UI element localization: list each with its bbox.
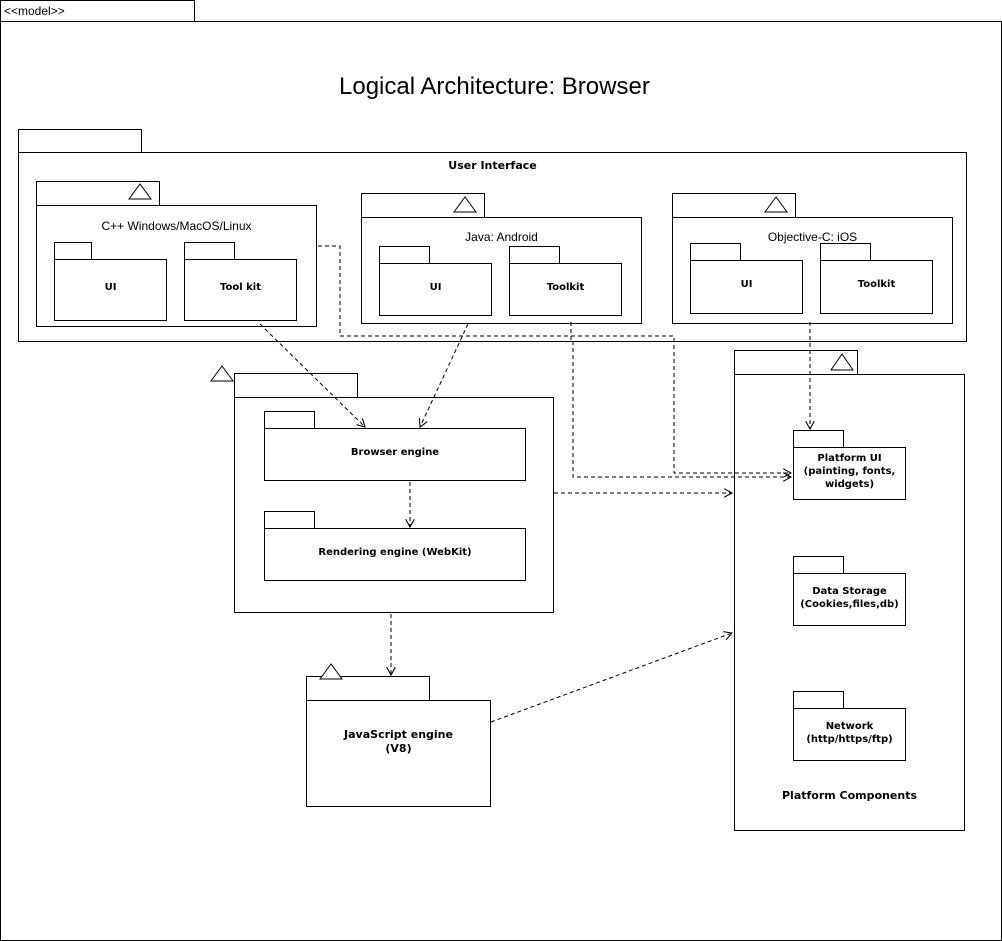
platform-ui-tab bbox=[793, 430, 844, 448]
java-package-tab bbox=[361, 193, 485, 218]
platform-ui-label-line2: (painting, fonts, bbox=[803, 466, 896, 477]
cpp-ui-package bbox=[54, 259, 167, 321]
network-tab bbox=[793, 691, 844, 709]
platform-ui-label-line3: widgets) bbox=[824, 479, 875, 490]
javascript-engine-label-line1: JavaScript engine bbox=[344, 728, 453, 741]
rendering-engine-package bbox=[264, 528, 526, 581]
cpp-toolkit-tab bbox=[184, 242, 235, 260]
network-label-line2: (http/https/ftp) bbox=[806, 734, 893, 745]
java-toolkit-tab bbox=[509, 246, 560, 264]
rendering-engine-label: Rendering engine (WebKit) bbox=[318, 547, 472, 558]
model-frame-label: <<model>> bbox=[4, 4, 65, 18]
platform-package-tab bbox=[734, 350, 858, 375]
objc-ui-tab bbox=[690, 243, 741, 261]
objc-package-tab bbox=[672, 193, 796, 218]
data-storage-tab bbox=[793, 556, 844, 574]
data-storage-package bbox=[793, 573, 906, 626]
platform-ui-label-line1: Platform UI bbox=[817, 453, 882, 464]
objc-toolkit-label: Toolkit bbox=[857, 279, 896, 290]
cpp-toolkit-package bbox=[184, 259, 297, 321]
objc-toolkit-package bbox=[820, 260, 933, 314]
network-package bbox=[793, 708, 906, 761]
java-toolkit-label: Toolkit bbox=[546, 282, 585, 293]
cpp-ui-tab bbox=[54, 242, 92, 260]
data-storage-label-line1: Data Storage bbox=[812, 586, 887, 597]
cpp-ui-label: UI bbox=[104, 282, 117, 293]
network-label-line1: Network bbox=[825, 721, 874, 732]
browser-engine-tab bbox=[264, 411, 315, 429]
java-ui-tab bbox=[379, 246, 430, 264]
user-interface-label: User Interface bbox=[448, 159, 537, 172]
cpp-toolkit-label: Tool kit bbox=[219, 282, 261, 293]
diagram-title: Logical Architecture: Browser bbox=[339, 73, 650, 100]
objc-toolkit-tab bbox=[820, 243, 871, 261]
cpp-package-tab bbox=[36, 181, 160, 206]
java-package-label: Java: Android bbox=[465, 230, 538, 244]
javascript-engine-label-line2: (V8) bbox=[385, 742, 412, 755]
javascript-engine-tab bbox=[306, 676, 430, 701]
objc-ui-label: UI bbox=[740, 279, 753, 290]
cpp-package-label: C++ Windows/MacOS/Linux bbox=[101, 219, 252, 233]
browser-engine-label: Browser engine bbox=[350, 447, 440, 458]
engines-package-tab bbox=[234, 373, 358, 398]
javascript-engine-package bbox=[306, 700, 491, 807]
platform-components-label: Platform Components bbox=[781, 789, 918, 802]
java-ui-label: UI bbox=[429, 282, 442, 293]
data-storage-label-line2: (Cookies,files,db) bbox=[800, 599, 899, 610]
objc-package-label: Objective-C: iOS bbox=[767, 230, 858, 244]
platform-ui-package bbox=[793, 447, 906, 500]
user-interface-package-tab bbox=[18, 129, 142, 153]
rendering-engine-tab bbox=[264, 511, 315, 529]
